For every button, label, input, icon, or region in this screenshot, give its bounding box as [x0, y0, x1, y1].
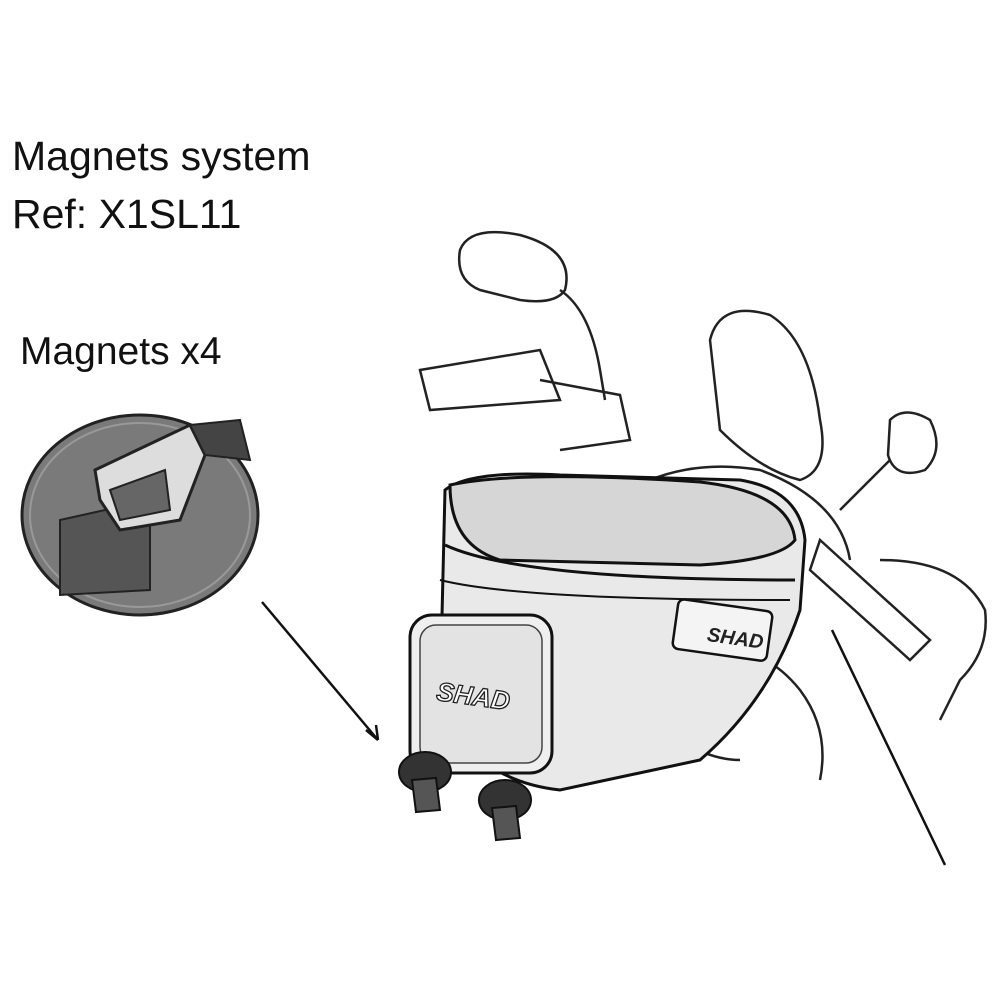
tank-bag: SHAD SHAD	[398, 472, 807, 842]
motorcycle-outline	[418, 230, 987, 781]
pointer-line-tank	[830, 629, 947, 866]
reference-code: Ref: X1SL11	[12, 191, 242, 237]
magnet-foot-2	[478, 779, 532, 842]
magnet-foot-1	[398, 751, 452, 814]
pointer-line-magnet	[261, 601, 379, 741]
parts-label: Magnets x4	[20, 330, 222, 373]
magnet-detail	[20, 413, 260, 617]
title: Magnets system	[12, 133, 311, 179]
